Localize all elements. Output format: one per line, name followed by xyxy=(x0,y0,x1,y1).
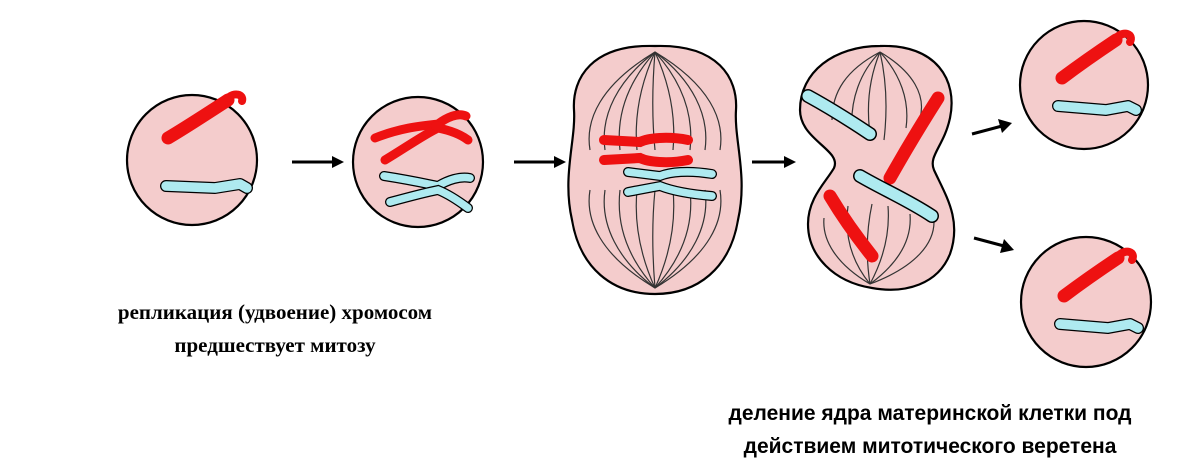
blue-chromosome xyxy=(1058,106,1136,110)
cell-stage-1 xyxy=(127,94,257,225)
blue-chromosome xyxy=(166,184,247,188)
division-caption: деление ядра материнской клетки под дейс… xyxy=(660,398,1200,463)
cell-stage-4 xyxy=(800,46,954,290)
replication-caption: репликация (удвоение) хромосом предшеств… xyxy=(85,296,465,361)
daughter-cell-lower xyxy=(1021,237,1151,367)
division-caption-line-1: деление ядра материнской клетки под xyxy=(660,398,1200,431)
division-caption-line-2: действием митотического веретена xyxy=(660,431,1200,464)
blue-chromosome xyxy=(1060,324,1138,328)
cell-stage-3 xyxy=(568,46,741,294)
arrow-3 xyxy=(752,156,796,168)
daughter-cell-upper xyxy=(1020,21,1148,149)
arrow-4-upper xyxy=(972,119,1012,134)
replication-caption-line-1: репликация (удвоение) хромосом xyxy=(85,296,465,329)
arrow-1 xyxy=(292,156,344,168)
cell-stage-2 xyxy=(353,97,483,227)
replication-caption-line-2: предшествует митозу xyxy=(85,329,465,362)
arrow-4-lower xyxy=(974,238,1014,253)
arrow-2 xyxy=(514,156,566,168)
